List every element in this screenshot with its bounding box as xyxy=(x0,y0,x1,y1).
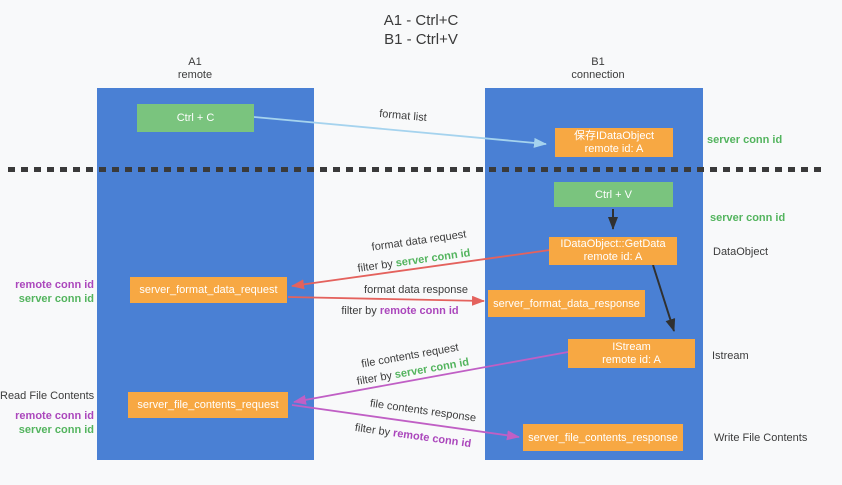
format-data-response-arrow xyxy=(287,295,485,306)
dotted-divider xyxy=(8,167,826,172)
annotation-server-conn-id-bottom: server conn id xyxy=(18,424,94,436)
label-filter-by-remote-conn-id-bottom: filter byremote conn id xyxy=(354,422,472,450)
annotation-remote-conn-id-bottom: remote conn id xyxy=(15,410,94,422)
node-save-idataobject: 保存IDataObject remote id: A xyxy=(555,128,673,157)
filter-by-text: filter by xyxy=(356,258,394,275)
remote-conn-id-text: remote conn id xyxy=(392,427,472,451)
annotation-write-file-contents: Write File Contents xyxy=(714,432,808,444)
node-idataobject-getdata-line2: remote id: A xyxy=(583,251,643,263)
annotation-server-conn-id-mid-left: server conn id xyxy=(18,293,94,305)
label-format-data-response: format data response xyxy=(364,284,468,296)
annotation-server-conn-id-mid: server conn id xyxy=(710,212,786,224)
label-format-list: format list xyxy=(378,107,428,125)
remote-conn-id-text: remote conn id xyxy=(379,305,459,317)
node-server-format-data-response: server_format_data_response xyxy=(488,290,645,317)
lane-header-left: A1 remote xyxy=(135,56,255,82)
label-file-contents-response: file contents response xyxy=(369,397,477,425)
lane-header-right: B1 connection xyxy=(538,56,658,82)
title-line-1: A1 - Ctrl+C xyxy=(383,12,459,29)
lane-left-subtitle: remote xyxy=(177,69,213,81)
node-server-file-contents-response: server_file_contents_response xyxy=(523,424,683,451)
lane-right-title: B1 xyxy=(591,56,605,68)
annotation-server-conn-id-top: server conn id xyxy=(707,134,783,146)
node-server-format-data-request: server_format_data_request xyxy=(130,277,287,303)
node-ctrl-c: Ctrl + C xyxy=(137,104,254,132)
server-conn-id-text: server conn id xyxy=(394,247,472,270)
filter-by-text: filter by xyxy=(341,305,377,317)
annotation-read-file-contents: Read File Contents xyxy=(0,390,95,402)
diagram-title: A1 - Ctrl+C B1 - Ctrl+V xyxy=(0,11,842,49)
annotation-remote-conn-id-mid: remote conn id xyxy=(15,279,94,291)
annotation-istream: Istream xyxy=(712,350,749,362)
filter-by-text: filter by xyxy=(355,369,393,388)
node-save-idataobject-line1: 保存IDataObject xyxy=(573,129,655,142)
title-line-2: B1 - Ctrl+V xyxy=(384,31,458,48)
node-idataobject-getdata-line1: IDataObject::GetData xyxy=(560,238,666,250)
node-ctrl-v: Ctrl + V xyxy=(554,182,673,207)
node-save-idataobject-line2: remote id: A xyxy=(584,142,644,155)
filter-by-text: filter by xyxy=(354,421,391,439)
node-istream: IStream remote id: A xyxy=(568,339,695,368)
node-server-file-contents-request: server_file_contents_request xyxy=(128,392,288,418)
lane-right-subtitle: connection xyxy=(571,69,625,81)
node-istream-line2: remote id: A xyxy=(602,353,661,366)
lane-left-title: A1 xyxy=(188,56,202,68)
annotation-dataobject: DataObject xyxy=(713,246,769,258)
node-idataobject-getdata: IDataObject::GetData remote id: A xyxy=(549,237,677,265)
node-istream-line1: IStream xyxy=(612,340,651,353)
